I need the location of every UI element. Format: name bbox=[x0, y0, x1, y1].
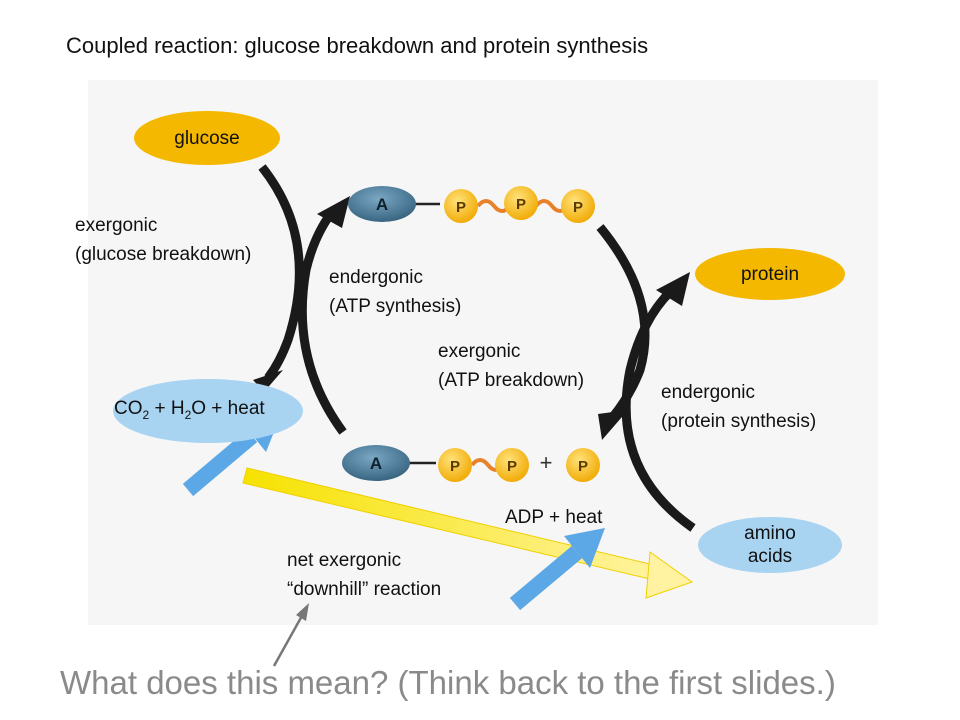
phosphate-shape bbox=[495, 448, 529, 482]
slide-title: Coupled reaction: glucose breakdown and … bbox=[66, 33, 649, 58]
amino-acids-node bbox=[698, 517, 842, 573]
phosphate-label: P bbox=[516, 196, 526, 213]
atp-molecule bbox=[348, 186, 595, 223]
co2-subscript: 2 bbox=[142, 407, 150, 422]
phosphate-label: P bbox=[450, 458, 460, 475]
glucose-breakdown-arrow bbox=[253, 164, 304, 392]
glucose-node bbox=[134, 111, 280, 165]
phosphate-shape bbox=[504, 186, 538, 220]
phosphate-label: P bbox=[456, 199, 466, 216]
phosphate-shape bbox=[566, 448, 600, 482]
label-line: (ATP breakdown) bbox=[438, 370, 585, 391]
label-line: “downhill” reaction bbox=[287, 579, 442, 600]
adenosine-shape bbox=[348, 186, 416, 222]
heat-arrow-right bbox=[509, 528, 605, 611]
amino-acids-label: amino acids bbox=[698, 517, 842, 573]
amino-acids-line1: amino bbox=[744, 523, 796, 544]
amino-acids-line2: acids bbox=[747, 546, 793, 567]
products-node bbox=[113, 379, 303, 443]
adenosine-shape bbox=[342, 445, 410, 481]
phosphate-shape bbox=[561, 189, 595, 223]
protein-label: protein bbox=[740, 263, 800, 285]
products-formula: CO2 + H2O + heat bbox=[114, 398, 265, 422]
question-text: What does this mean? (Think back to the … bbox=[60, 664, 836, 701]
plus-sign: + bbox=[540, 450, 553, 475]
exergonic-atp-label: exergonic (ATP breakdown) bbox=[438, 337, 584, 395]
phosphate-shape bbox=[444, 189, 478, 223]
label-line: net exergonic bbox=[287, 550, 402, 571]
atp-synthesis-arrow bbox=[297, 196, 350, 435]
label-line: (ATP synthesis) bbox=[329, 296, 462, 317]
h2o-subscript: 2 bbox=[184, 407, 192, 422]
phosphate-label: P bbox=[578, 458, 588, 475]
protein-synthesis-arrow bbox=[621, 272, 696, 532]
glucose-label: glucose bbox=[174, 127, 240, 149]
phosphate-label: P bbox=[573, 199, 583, 216]
question-pointer-arrow bbox=[272, 603, 309, 667]
label-line: (glucose breakdown) bbox=[75, 244, 252, 265]
adenosine-label-bottom: A bbox=[370, 454, 382, 473]
phosphate-shape bbox=[438, 448, 472, 482]
adp-molecule bbox=[342, 445, 600, 482]
label-line: endergonic bbox=[661, 382, 756, 403]
protein-node bbox=[695, 248, 845, 300]
endergonic-protein-label: endergonic (protein synthesis) bbox=[661, 378, 816, 436]
label-line: (protein synthesis) bbox=[661, 411, 817, 432]
label-line: endergonic bbox=[329, 267, 424, 288]
exergonic-glucose-label: exergonic (glucose breakdown) bbox=[75, 211, 251, 269]
adenosine-label-top: A bbox=[376, 195, 388, 214]
net-exergonic-arrow bbox=[242, 467, 694, 599]
label-line: exergonic bbox=[438, 341, 521, 362]
adp-heat-label: ADP + heat bbox=[505, 507, 603, 528]
net-exergonic-label: net exergonic “downhill” reaction bbox=[287, 546, 441, 604]
phosphate-label: P bbox=[507, 458, 517, 475]
label-line: exergonic bbox=[75, 215, 158, 236]
endergonic-atp-label: endergonic (ATP synthesis) bbox=[329, 263, 461, 321]
